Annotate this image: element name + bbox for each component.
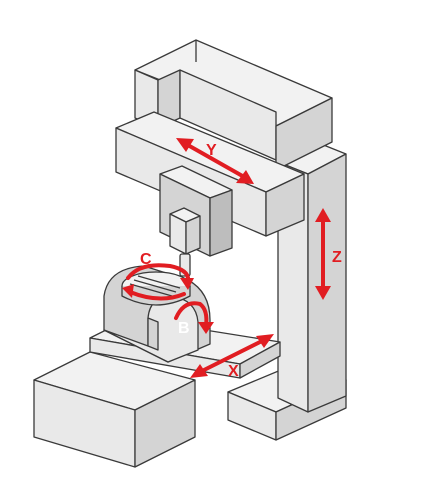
rotary-table xyxy=(103,265,211,363)
z-axis-label: Z xyxy=(332,249,342,266)
z-axis-arrow xyxy=(315,208,331,300)
c-axis-label: C xyxy=(140,251,152,268)
x-axis-label: X xyxy=(228,363,239,380)
c-axis-arrow xyxy=(122,263,194,301)
y-axis-label: Y xyxy=(206,142,217,159)
y-axis-arrow xyxy=(176,138,254,184)
x-axis-arrow xyxy=(190,334,274,378)
b-axis-arrow xyxy=(174,301,214,334)
spindle-head xyxy=(159,165,233,277)
b-axis-label: B xyxy=(178,320,190,337)
